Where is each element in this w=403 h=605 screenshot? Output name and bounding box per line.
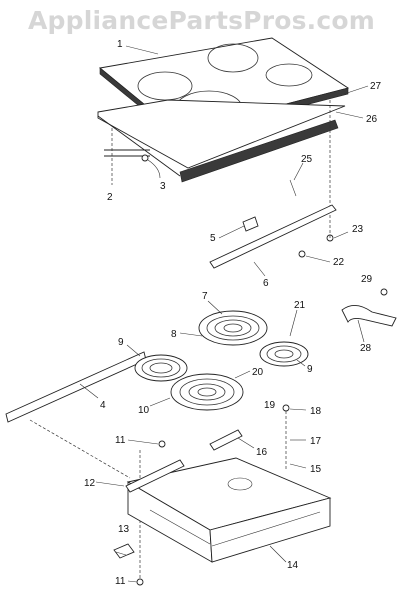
callout-9-right: 9 (307, 364, 313, 375)
watermark: AppliancePartsPros.com (27, 6, 376, 35)
callout-3: 3 (160, 181, 166, 192)
surface-elements (134, 310, 309, 411)
callout-6: 6 (263, 278, 269, 289)
element-large-rear (198, 310, 268, 346)
callout-13: 13 (118, 524, 130, 535)
callout-15: 15 (310, 464, 322, 475)
callout-22: 22 (333, 257, 345, 268)
callout-20: 20 (252, 367, 264, 378)
tray-bracket-and-clip (113, 459, 185, 559)
callout-5: 5 (210, 233, 216, 244)
front-rail (5, 351, 147, 479)
callout-9-left: 9 (118, 337, 124, 348)
cooktop-frame (97, 99, 346, 225)
callout-10: 10 (138, 405, 150, 416)
callout-7: 7 (202, 291, 208, 302)
element-small-left (134, 354, 188, 382)
callout-14: 14 (287, 560, 299, 571)
callout-18: 18 (310, 406, 322, 417)
callout-29: 29 (361, 274, 373, 285)
callout-11-lower: 11 (115, 576, 126, 587)
callout-28: 28 (360, 343, 372, 354)
bracket-and-screw (104, 128, 161, 185)
callout-1: 1 (117, 39, 123, 50)
leader-lines (79, 45, 369, 583)
callout-21: 21 (294, 300, 306, 311)
callout-labels: 1 2 3 4 5 6 7 8 9 9 10 11 11 12 13 14 15… (84, 39, 382, 587)
callout-27: 27 (370, 81, 382, 92)
rear-rail (209, 179, 337, 269)
callout-2: 2 (107, 192, 113, 203)
side-trim (341, 288, 397, 327)
main-tray (126, 457, 332, 563)
terminal-blocks (136, 404, 290, 586)
callout-16: 16 (256, 447, 268, 458)
callout-26: 26 (366, 114, 378, 125)
element-small-right (259, 341, 309, 367)
callout-23: 23 (352, 224, 364, 235)
callout-25: 25 (301, 154, 313, 165)
callout-11-upper: 11 (115, 435, 126, 446)
callout-12: 12 (84, 478, 96, 489)
callout-19: 19 (264, 400, 276, 411)
callout-4: 4 (100, 400, 106, 411)
callout-17: 17 (310, 436, 322, 447)
element-large-front (170, 373, 244, 411)
callout-8: 8 (171, 329, 177, 340)
